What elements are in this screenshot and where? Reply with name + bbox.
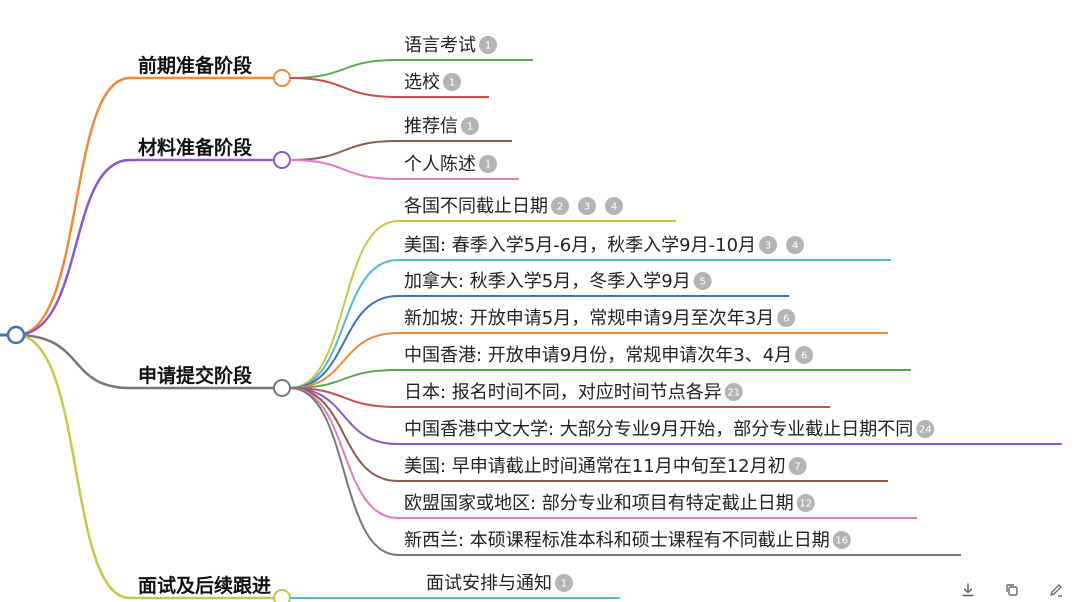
branch-label[interactable]: 前期准备阶段 xyxy=(138,54,253,77)
leaf-label[interactable]: 选校 xyxy=(404,72,440,93)
citation-badge[interactable] xyxy=(788,457,807,475)
citation-badge[interactable] xyxy=(479,36,497,54)
leaf-label[interactable]: 新加坡: 开放申请5月，常规申请9月至次年3月 xyxy=(404,308,774,329)
citation-badge-number: 6 xyxy=(801,351,807,362)
citation-badge[interactable] xyxy=(578,197,596,215)
leaf-label[interactable]: 中国香港中文大学: 大部分专业9月开始，部分专业截止日期不同 xyxy=(404,419,913,440)
citation-badge[interactable] xyxy=(777,309,796,327)
citation-badge-number: 4 xyxy=(611,202,617,213)
leaf-connector xyxy=(289,387,399,556)
leaf-label[interactable]: 中国香港: 开放申请9月份，常规申请次年3、4月 xyxy=(404,345,792,366)
citation-badge[interactable] xyxy=(693,272,712,290)
citation-badge-number: 1 xyxy=(485,160,491,171)
branch-label[interactable]: 申请提交阶段 xyxy=(138,364,253,387)
leaf-label[interactable]: 新西兰: 本硕课程标准本科和硕士课程有不同截止日期 xyxy=(404,530,830,551)
leaf-label[interactable]: 个人陈述 xyxy=(404,154,476,175)
citation-badge[interactable] xyxy=(461,117,479,135)
citation-badge[interactable] xyxy=(443,73,461,91)
leaf-label[interactable]: 语言考试 xyxy=(404,35,476,56)
citation-badge[interactable] xyxy=(795,346,814,364)
leaf-connector xyxy=(289,259,399,389)
branch-label[interactable]: 材料准备阶段 xyxy=(138,136,253,159)
branch-label[interactable]: 面试及后续跟进 xyxy=(138,574,271,597)
citation-badge-number: 1 xyxy=(561,579,567,590)
citation-badge[interactable] xyxy=(916,420,935,438)
leaf-connector xyxy=(289,387,399,445)
citation-badge[interactable] xyxy=(605,197,623,215)
citation-badge-number: 5 xyxy=(700,277,706,288)
copy-icon[interactable] xyxy=(1002,580,1022,600)
citation-badge[interactable] xyxy=(555,574,573,592)
toolbar xyxy=(958,580,1066,600)
citation-badge-number: 3 xyxy=(765,241,771,252)
leaf-connector xyxy=(289,332,399,389)
leaf-connector xyxy=(289,387,399,482)
leaf-label[interactable]: 面试安排与通知 xyxy=(426,573,552,594)
citation-badge[interactable] xyxy=(786,236,805,254)
citation-badge-number: 1 xyxy=(485,41,491,52)
citation-badge-number: 4 xyxy=(792,241,798,252)
leaf-label[interactable]: 美国: 早申请截止时间通常在11月中旬至12月初 xyxy=(404,456,786,477)
collapse-toggle-icon[interactable] xyxy=(273,151,291,169)
citation-badge-number: 16 xyxy=(835,536,848,547)
edit-icon[interactable] xyxy=(1046,580,1066,600)
root-node-icon[interactable] xyxy=(6,325,26,345)
branch-connector xyxy=(15,158,131,337)
collapse-toggle-icon[interactable] xyxy=(273,589,291,602)
citation-badge-number: 1 xyxy=(449,78,455,89)
citation-badge-number: 24 xyxy=(919,425,932,436)
leaf-label[interactable]: 加拿大: 秋季入学5月，冬季入学9月 xyxy=(404,270,691,292)
download-icon[interactable] xyxy=(958,580,978,600)
citation-badge[interactable] xyxy=(832,531,851,549)
leaf-connector xyxy=(289,387,399,519)
citation-badge-number: 3 xyxy=(584,202,590,213)
citation-badge-number: 1 xyxy=(467,122,473,133)
collapse-toggle-icon[interactable] xyxy=(273,379,291,397)
leaf-connector xyxy=(289,220,399,389)
citation-badge-number: 6 xyxy=(783,314,789,325)
citation-badge-number: 12 xyxy=(799,499,812,510)
leaf-label[interactable]: 日本: 报名时间不同，对应时间节点各异 xyxy=(404,382,722,403)
branch-connector xyxy=(15,76,131,337)
citation-badge[interactable] xyxy=(759,236,778,254)
collapse-toggle-icon[interactable] xyxy=(273,69,291,87)
branch-connector xyxy=(15,333,131,600)
leaf-label[interactable]: 推荐信 xyxy=(404,116,458,137)
leaf-connector xyxy=(289,295,399,389)
citation-badge[interactable] xyxy=(479,155,497,173)
leaf-connector xyxy=(289,387,399,408)
leaf-connector xyxy=(289,77,399,98)
citation-badge[interactable] xyxy=(724,383,743,401)
leaf-label[interactable]: 各国不同截止日期 xyxy=(404,196,548,217)
branch-connector xyxy=(15,333,131,390)
leaf-connector xyxy=(289,159,399,180)
citation-badge-number: 21 xyxy=(727,388,740,399)
leaf-connector xyxy=(289,140,399,161)
leaf-label[interactable]: 美国: 春季入学5月-6月，秋季入学9月-10月 xyxy=(404,235,756,256)
citation-badge[interactable] xyxy=(796,494,815,512)
leaf-connector xyxy=(289,369,399,389)
citation-badge[interactable] xyxy=(551,197,569,215)
citation-badge-number: 7 xyxy=(794,462,800,473)
leaf-label[interactable]: 欧盟国家或地区: 部分专业和项目有特定截止日期 xyxy=(404,493,794,514)
citation-badge-number: 2 xyxy=(557,202,563,213)
leaf-connector xyxy=(289,59,399,79)
